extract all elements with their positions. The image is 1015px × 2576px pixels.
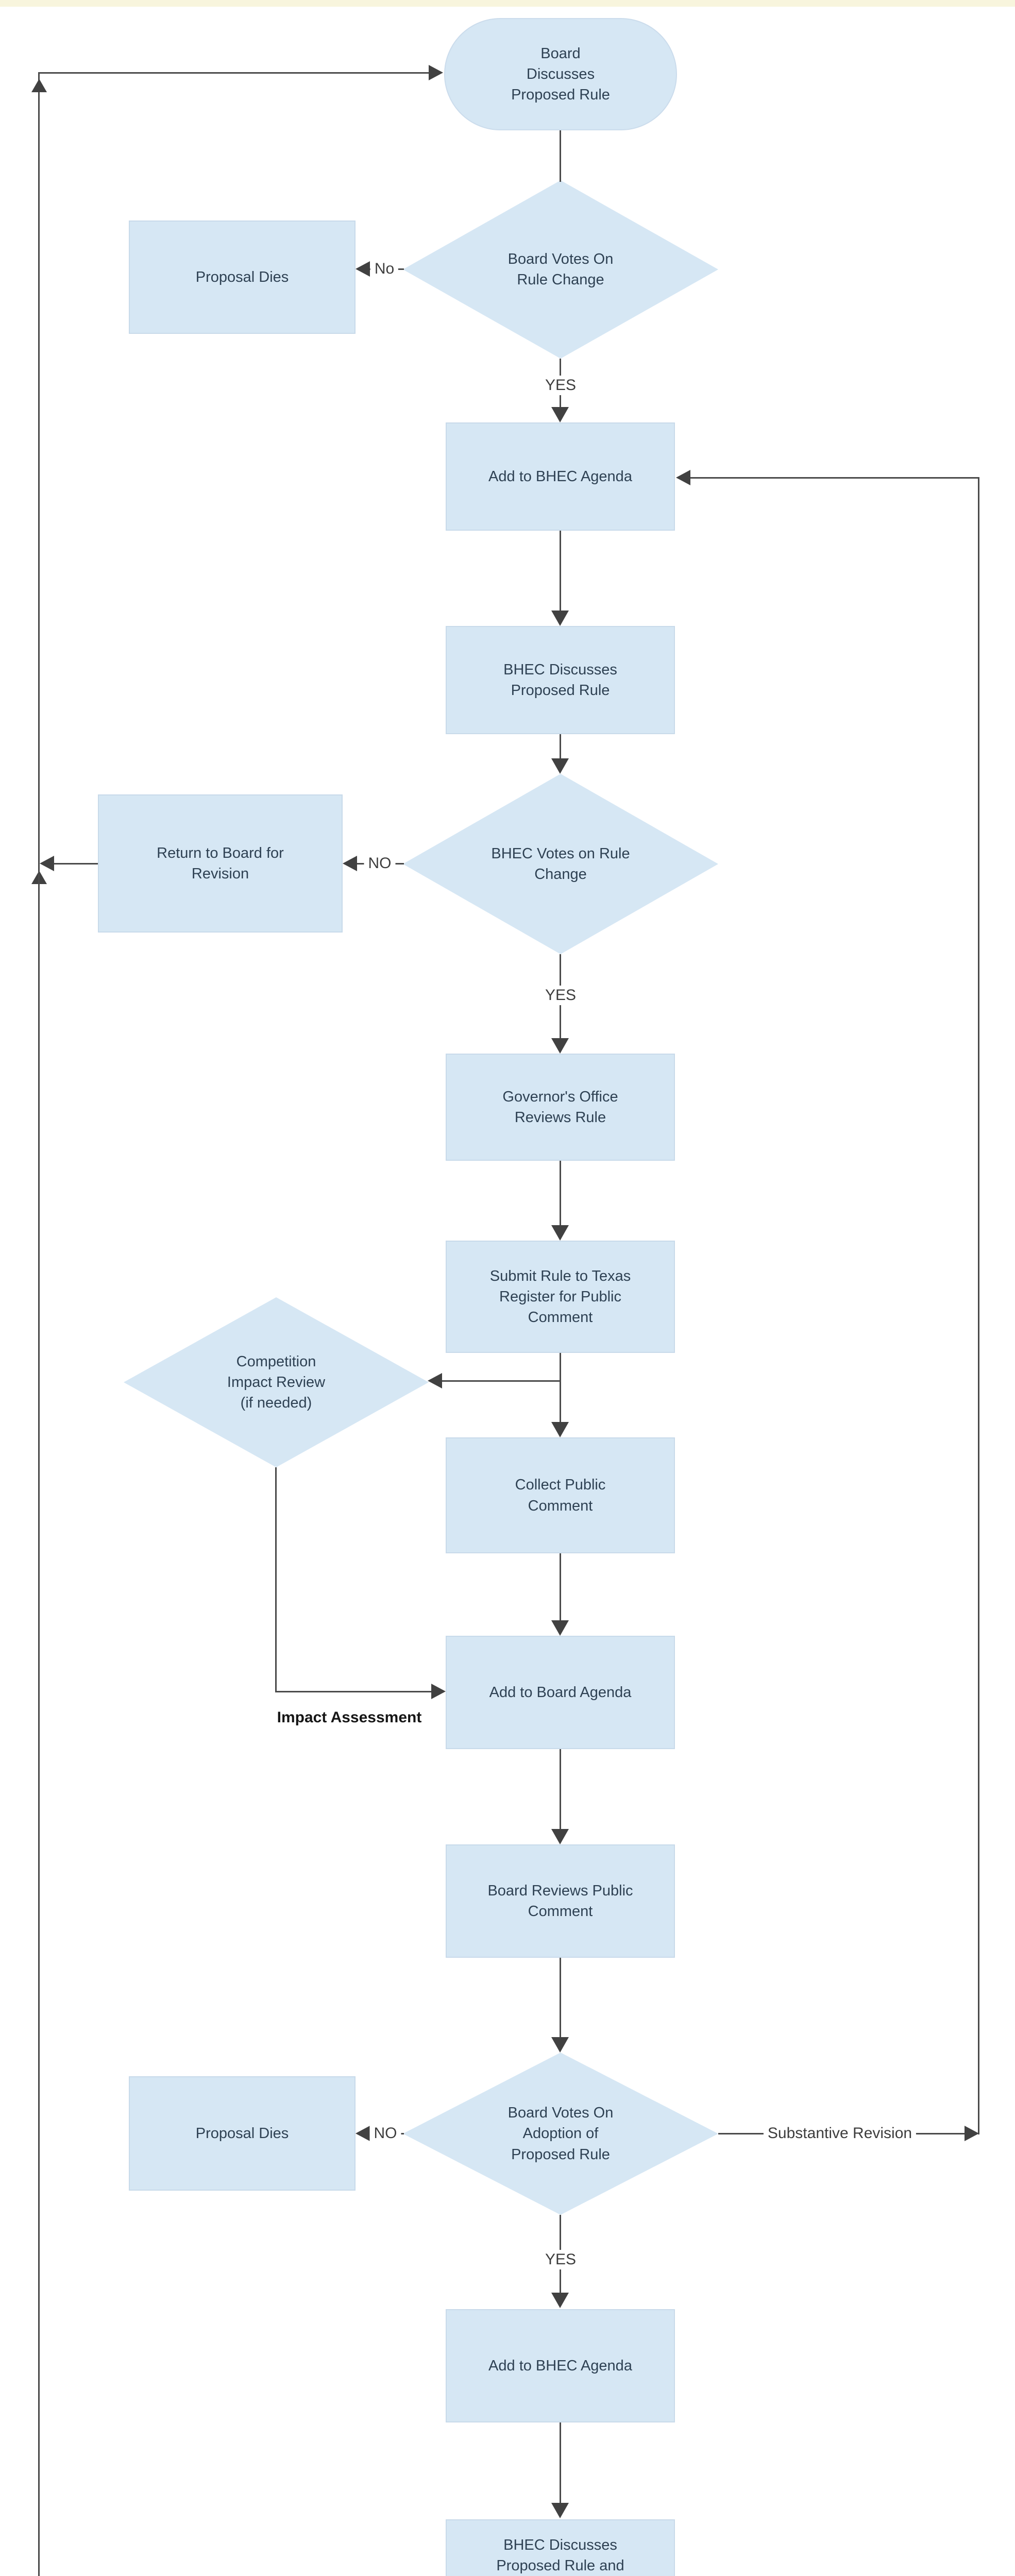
node-label: Add to BHEC Agenda <box>488 468 632 485</box>
edge-label-yes: YES <box>540 986 581 1005</box>
edge-label-no: NO <box>369 2124 401 2143</box>
node-return-to-board-for-revision-1: Return to Board for Revision <box>98 794 343 933</box>
connector-agenda1-to-discuss <box>560 531 561 612</box>
node-board-reviews-public-comment: Board Reviews Public Comment <box>446 1844 675 1958</box>
node-label: Governor's Office Reviews Rule <box>502 1088 618 1126</box>
edge-label-yes: YES <box>540 376 581 395</box>
arrowhead-down-icon <box>551 1829 569 1844</box>
node-label: Return to Board for Revision <box>157 844 284 882</box>
node-label: Add to Board Agenda <box>489 1684 632 1701</box>
arrowhead-left-icon <box>428 1373 442 1388</box>
arrowhead-down-icon <box>551 2503 569 2518</box>
node-label: Competition Impact Review (if needed) <box>227 1353 326 1411</box>
node-board-votes-on-rule-change: Board Votes On Rule Change <box>403 180 718 359</box>
arrowhead-down-icon <box>551 1422 569 1437</box>
connector-return1-exit <box>53 863 98 865</box>
connector-right-loop-vertical <box>978 477 979 2134</box>
node-label: BHEC Discusses Proposed Rule and Reviews… <box>496 2536 624 2574</box>
arrowhead-down-icon <box>551 2037 569 2053</box>
node-add-to-bhec-agenda-1: Add to BHEC Agenda <box>446 422 675 531</box>
node-label: Board Reviews Public Comment <box>487 1882 633 1920</box>
node-label: Proposal Dies <box>195 2125 289 2142</box>
connector-impact-assessment <box>275 1691 432 1692</box>
node-competition-impact-review: Competition Impact Review (if needed) <box>124 1297 429 1467</box>
connector-agenda2-to-discuss2 <box>560 2422 561 2504</box>
node-governors-office-reviews-rule: Governor's Office Reviews Rule <box>446 1054 675 1161</box>
connector-to-impact-review <box>442 1380 561 1382</box>
edge-label-no: NO <box>364 854 396 873</box>
node-label: Collect Public Comment <box>515 1477 606 1514</box>
connector-left-loop-vertical <box>38 72 40 2576</box>
node-add-to-board-agenda: Add to Board Agenda <box>446 1636 675 1749</box>
node-label: BHEC Votes on Rule Change <box>491 845 630 883</box>
connector-start-to-vote1 <box>560 130 561 182</box>
connector-boardagenda-to-review <box>560 1749 561 1830</box>
arrowhead-down-icon <box>551 407 569 422</box>
arrowhead-down-icon <box>551 1038 569 1054</box>
arrowhead-down-icon <box>551 2293 569 2308</box>
node-label: Proposal Dies <box>195 268 289 285</box>
connector-discuss-to-vote2 <box>560 734 561 760</box>
node-bhec-discusses-and-reviews: BHEC Discusses Proposed Rule and Reviews… <box>446 2519 675 2576</box>
page-top-border <box>0 0 1015 7</box>
node-bhec-discusses-proposed-rule: BHEC Discusses Proposed Rule <box>446 626 675 734</box>
connector-left-loop-top <box>38 72 430 74</box>
node-label: BHEC Discusses Proposed Rule <box>503 661 617 699</box>
node-board-votes-on-adoption: Board Votes On Adoption of Proposed Rule <box>403 2053 718 2215</box>
connector-impact-down <box>275 1467 277 1691</box>
node-add-to-bhec-agenda-2: Add to BHEC Agenda <box>446 2309 675 2422</box>
arrowhead-left-icon <box>343 856 357 871</box>
node-submit-rule-to-texas-register: Submit Rule to Texas Register for Public… <box>446 1241 675 1353</box>
arrowhead-left-icon <box>676 470 690 485</box>
arrowhead-down-icon <box>551 1620 569 1636</box>
edge-label-yes: YES <box>540 2250 581 2269</box>
arrowhead-left-icon <box>356 261 370 277</box>
node-label: Submit Rule to Texas Register for Public… <box>489 1267 631 1326</box>
arrowhead-down-icon <box>551 758 569 774</box>
node-board-discusses-proposed-rule: Board Discusses Proposed Rule <box>444 18 677 130</box>
connector-review-to-vote3 <box>560 1958 561 2038</box>
connector-collect-to-boardagenda <box>560 1553 561 1621</box>
node-label: Board Votes On Rule Change <box>508 250 614 288</box>
node-collect-public-comment: Collect Public Comment <box>446 1437 675 1553</box>
node-bhec-votes-on-rule-change: BHEC Votes on Rule Change <box>403 774 718 954</box>
arrowhead-right-icon <box>965 2126 979 2141</box>
connector-submit-to-collect <box>560 1353 561 1423</box>
edge-label-impact-assessment: Impact Assessment <box>277 1709 422 1726</box>
node-label: Add to BHEC Agenda <box>488 2357 632 2374</box>
arrowhead-right-icon <box>429 65 443 80</box>
connector-governor-to-submit <box>560 1161 561 1226</box>
connector-right-loop-top <box>690 477 979 479</box>
arrowhead-down-icon <box>551 611 569 626</box>
arrowhead-up-icon <box>31 79 47 92</box>
node-label: Board Discusses Proposed Rule <box>511 45 610 103</box>
edge-label-no: No <box>370 259 399 279</box>
arrowhead-down-icon <box>551 1225 569 1241</box>
arrowhead-left-icon <box>356 2126 370 2141</box>
node-proposal-dies-2: Proposal Dies <box>129 2076 356 2191</box>
arrowhead-right-icon <box>431 1684 446 1699</box>
edge-label-substantive-revision: Substantive Revision <box>763 2124 917 2143</box>
node-label: Board Votes On Adoption of Proposed Rule <box>508 2105 614 2163</box>
arrowhead-left-icon <box>40 856 54 871</box>
node-proposal-dies-1: Proposal Dies <box>129 221 356 334</box>
